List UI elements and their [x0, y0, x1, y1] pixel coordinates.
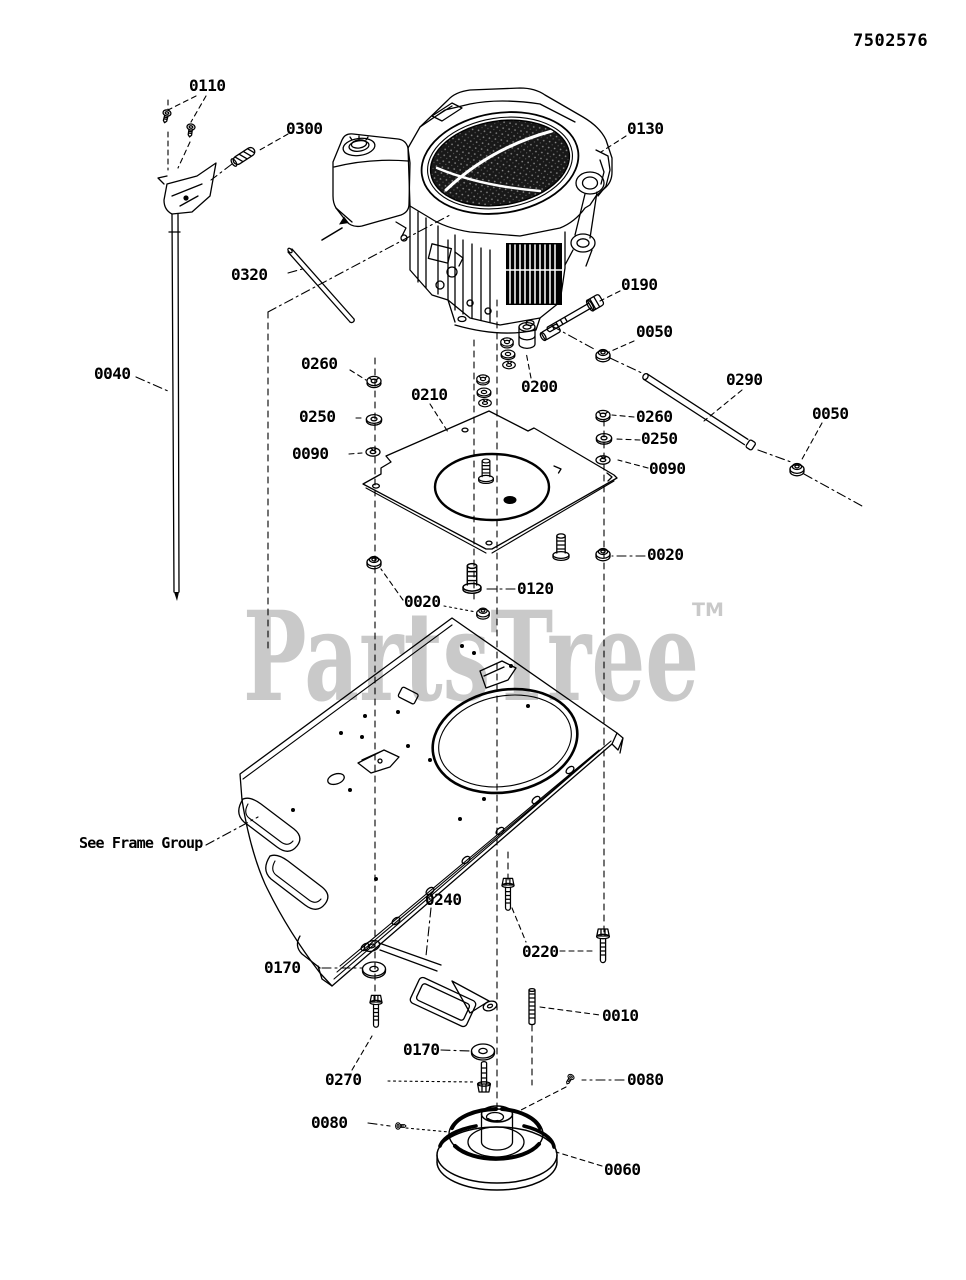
nut-0020-right: [595, 547, 611, 562]
callout-0080-left[interactable]: 0080: [311, 1113, 348, 1132]
drain-tube-0320: [287, 247, 355, 324]
callout-0250-right[interactable]: 0250: [641, 429, 678, 448]
washer-0170-center: [470, 1043, 496, 1061]
callout-0050-lower[interactable]: 0050: [812, 404, 849, 423]
callout-0060[interactable]: 0060: [604, 1160, 641, 1179]
watermark: PartsTree TM: [243, 585, 724, 730]
callout-0120[interactable]: 0120: [517, 579, 554, 598]
bolt-0270-b: [476, 1060, 492, 1093]
callout-0300[interactable]: 0300: [286, 119, 323, 138]
see-frame-group-note[interactable]: See Frame Group: [79, 834, 203, 852]
callout-0020-right[interactable]: 0020: [647, 545, 684, 564]
dipstick-assembly: [157, 162, 217, 601]
callout-0090-right[interactable]: 0090: [649, 459, 686, 478]
callout-0190[interactable]: 0190: [621, 275, 658, 294]
callout-0260-left[interactable]: 0260: [301, 354, 338, 373]
screw-0110-b: [184, 122, 197, 139]
stud-0120-center: [478, 458, 494, 485]
callout-0250-left[interactable]: 0250: [299, 407, 336, 426]
callout-0170-left[interactable]: 0170: [264, 958, 301, 977]
leader-lines: [135, 95, 823, 1167]
watermark-text: PartsTree: [243, 585, 699, 730]
callout-0270[interactable]: 0270: [325, 1070, 362, 1089]
engine-illustration: [321, 87, 613, 334]
spring-0300: [230, 146, 256, 167]
pulley-0060: [436, 1105, 558, 1191]
screw-0080-right: [563, 1072, 576, 1087]
screw-0110-a: [160, 108, 173, 125]
callout-0020-left[interactable]: 0020: [404, 592, 441, 611]
washer-0170-left: [361, 961, 387, 979]
bolt-0220-a: [501, 877, 515, 911]
nut-stack-a: [500, 337, 514, 349]
mounting-plate-0210: [362, 410, 618, 554]
frame-deck: [238, 617, 624, 987]
callout-0210[interactable]: 0210: [411, 385, 448, 404]
spacer-0200: [518, 321, 536, 350]
alignment-lines: [167, 99, 863, 1109]
callout-0010[interactable]: 0010: [602, 1006, 639, 1025]
pipe-0290: [642, 372, 756, 451]
bolt-0270-a: [369, 994, 383, 1028]
callout-0290[interactable]: 0290: [726, 370, 763, 389]
callout-0170-center[interactable]: 0170: [403, 1040, 440, 1059]
watermark-tm: TM: [692, 599, 724, 621]
callout-0320[interactable]: 0320: [231, 265, 268, 284]
stud-0120-right: [552, 533, 570, 562]
callout-0050-upper[interactable]: 0050: [636, 322, 673, 341]
screw-0080-left: [395, 1122, 407, 1130]
bushing-0190: [539, 323, 561, 342]
nut-0020-left: [366, 555, 382, 570]
callout-0110[interactable]: 0110: [189, 76, 226, 95]
nut-stack-b: [476, 374, 490, 386]
nut-0050-upper: [595, 348, 611, 363]
washer-0090-left: [365, 447, 381, 457]
callout-0040[interactable]: 0040: [94, 364, 131, 383]
callout-0130[interactable]: 0130: [627, 119, 664, 138]
callout-0240[interactable]: 0240: [425, 890, 462, 909]
pin-0010: [528, 987, 536, 1026]
washer-0250-left: [365, 413, 383, 426]
callout-0220[interactable]: 0220: [522, 942, 559, 961]
nut-0260-right: [595, 409, 611, 423]
bolt-0220-b: [595, 928, 611, 964]
washer-0090-right: [595, 455, 611, 465]
engine-stop-bracket-0240: [363, 939, 498, 1028]
callout-0200[interactable]: 0200: [521, 377, 558, 396]
callout-0090-left[interactable]: 0090: [292, 444, 329, 463]
callout-0080-right[interactable]: 0080: [627, 1070, 664, 1089]
nut-0260-left: [366, 375, 382, 389]
document-number: 7502576: [853, 31, 929, 51]
callout-0260-right[interactable]: 0260: [636, 407, 673, 426]
nut-0050-lower: [789, 462, 805, 477]
